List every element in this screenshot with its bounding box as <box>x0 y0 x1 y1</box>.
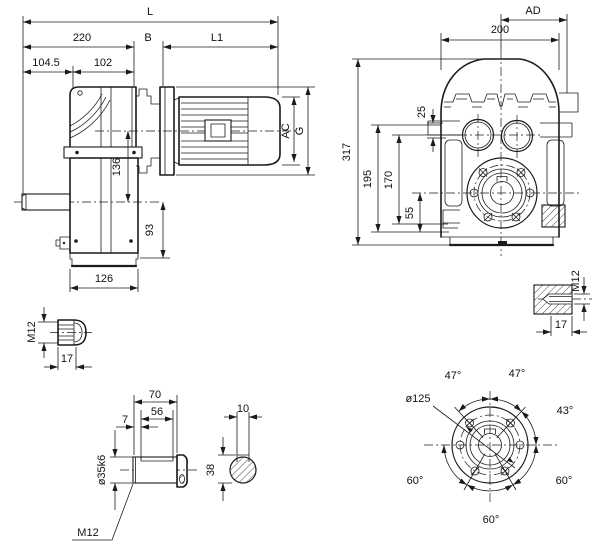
dim-label-56: 56 <box>151 406 163 418</box>
dim-label-7: 7 <box>122 414 128 426</box>
dim-label-G: G <box>294 127 306 136</box>
dim-label-input-m12: M12 <box>26 321 38 342</box>
mounting-lug-section <box>541 204 566 228</box>
front-view: AD 200 317 195 170 55 25 <box>341 5 582 256</box>
dim-label-317: 317 <box>341 143 353 161</box>
input-bore-left <box>461 118 495 152</box>
dim-label-70: 70 <box>149 389 161 401</box>
dim-label-195: 195 <box>362 170 374 188</box>
dim-label-170: 170 <box>383 171 395 189</box>
drain-plug <box>55 236 71 250</box>
dim-label-220: 220 <box>73 32 91 44</box>
hub-tapped-hole-detail: M12 17 <box>533 270 592 336</box>
input-bore-right <box>500 119 534 153</box>
input-shaft-end-detail: M12 17 <box>26 307 92 370</box>
dim-label-AD: AD <box>525 5 540 17</box>
angle-label-60-left: 60° <box>407 475 424 487</box>
angle-label-60-bottom: 60° <box>483 514 500 526</box>
dim-label-AC: AC <box>280 123 292 138</box>
output-shaft-detail: 70 56 7 ø35k6 M12 10 38 <box>72 389 262 541</box>
dim-label-10: 10 <box>237 403 249 415</box>
front-view-dimensions: AD 200 317 195 170 55 25 <box>341 5 568 246</box>
output-shaft-side <box>21 193 71 211</box>
dim-label-shaft-m12: M12 <box>77 527 98 539</box>
side-view-dimensions: L 220 B L1 104.5 102 136 93 AC G 126 <box>22 6 315 292</box>
side-view: L 220 B L1 104.5 102 136 93 AC G 126 <box>14 6 315 292</box>
dim-label-55: 55 <box>404 207 416 219</box>
output-flange <box>466 157 538 229</box>
terminal-box <box>204 119 232 142</box>
dim-label-102: 102 <box>94 57 112 69</box>
dim-label-dia35k6: ø35k6 <box>96 455 108 486</box>
dim-label-200: 200 <box>491 24 509 36</box>
dim-label-L: L <box>147 6 153 18</box>
angle-label-43: 43° <box>557 405 574 417</box>
angle-label-47-right: 47° <box>509 368 526 380</box>
dim-label-dia125: ø125 <box>405 393 430 405</box>
dim-label-104-5: 104.5 <box>32 57 60 69</box>
vent-plug <box>77 90 83 96</box>
front-view-body <box>412 50 582 256</box>
mounting-bolt-circle-detail: ø125 47° 47° 43° 60° 60° 60° <box>405 368 573 526</box>
dim-label-hub-m12: M12 <box>570 270 582 291</box>
dim-label-hub-17: 17 <box>555 319 567 331</box>
angle-label-47-left: 47° <box>445 370 462 382</box>
dim-label-126: 126 <box>95 273 113 285</box>
motor-body <box>178 96 281 166</box>
dim-label-93: 93 <box>144 224 156 236</box>
dim-label-B: B <box>144 32 151 44</box>
shaft-cross-section: 10 38 <box>205 403 262 501</box>
angle-label-60-right: 60° <box>556 475 573 487</box>
dim-label-input-17: 17 <box>61 353 73 365</box>
motor-flange <box>159 86 175 176</box>
dim-label-L1: L1 <box>211 32 223 44</box>
dim-label-25: 25 <box>416 106 428 118</box>
dim-label-136: 136 <box>111 158 123 176</box>
dim-label-38: 38 <box>205 464 217 476</box>
side-view-body <box>14 86 296 268</box>
